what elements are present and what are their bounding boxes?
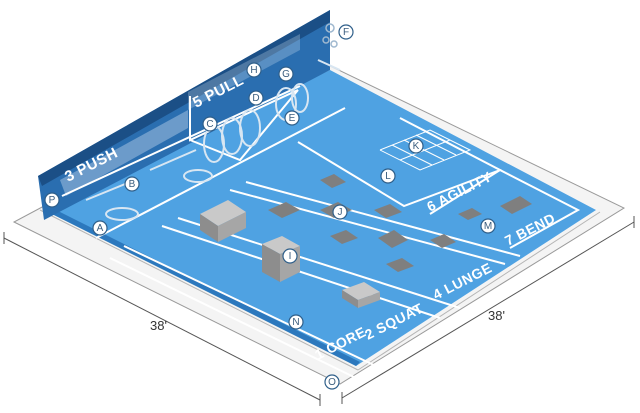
marker-label: E xyxy=(289,113,296,124)
marker-label: O xyxy=(328,377,336,388)
marker-m: M xyxy=(480,218,496,234)
plyo-box-large xyxy=(200,200,246,242)
marker-n: N xyxy=(288,314,304,330)
marker-o: O xyxy=(324,374,340,390)
marker-j: J xyxy=(332,204,348,220)
blue-floor xyxy=(44,70,596,366)
zone-lines xyxy=(61,85,581,381)
marker-p: P xyxy=(44,192,60,208)
marker-circle xyxy=(246,62,262,78)
marker-d: D xyxy=(248,90,264,106)
marker-h: H xyxy=(246,62,262,78)
marker-label: L xyxy=(385,171,391,182)
ceiling-rings xyxy=(322,23,338,48)
marker-circle xyxy=(92,220,108,236)
marker-b: B xyxy=(124,176,140,192)
step-box xyxy=(342,282,380,308)
marker-label: P xyxy=(49,195,56,206)
marker-label: D xyxy=(252,93,259,104)
marker-circle xyxy=(284,110,300,126)
marker-label: C xyxy=(206,119,213,130)
marker-label: B xyxy=(129,179,136,190)
dimension-right: 38' xyxy=(488,308,505,323)
marker-circle xyxy=(324,374,340,390)
marker-label: N xyxy=(292,317,299,328)
marker-k: K xyxy=(408,138,424,154)
marker-circle xyxy=(282,248,298,264)
marker-circle xyxy=(380,168,396,184)
marker-circle xyxy=(480,218,496,234)
marker-label: K xyxy=(413,141,420,152)
marker-i: I xyxy=(282,248,298,264)
marker-g: G xyxy=(278,66,294,82)
marker-c: C xyxy=(202,116,218,132)
marker-circle xyxy=(248,90,264,106)
equipment-markers: A B C D E F G H I J K L M N O P xyxy=(44,24,496,390)
marker-circle xyxy=(338,24,354,40)
dimension-lines xyxy=(3,216,635,406)
rigging xyxy=(85,59,341,221)
marker-label: H xyxy=(250,65,257,76)
marker-l: L xyxy=(380,168,396,184)
marker-circle xyxy=(278,66,294,82)
marker-label: I xyxy=(289,251,292,262)
marker-f: F xyxy=(338,24,354,40)
marker-label: A xyxy=(97,223,104,234)
marker-label: G xyxy=(282,69,290,80)
marker-circle xyxy=(332,204,348,220)
marker-circle xyxy=(288,314,304,330)
back-wall xyxy=(38,10,330,220)
marker-label: F xyxy=(343,27,349,38)
marker-circle xyxy=(202,116,218,132)
marker-circle xyxy=(44,192,60,208)
marker-label: M xyxy=(484,221,492,232)
dimension-left: 38' xyxy=(150,318,167,333)
marker-label: J xyxy=(338,207,343,218)
marker-circle xyxy=(408,138,424,154)
marker-e: E xyxy=(284,110,300,126)
marker-a: A xyxy=(92,220,108,236)
marker-circle xyxy=(124,176,140,192)
